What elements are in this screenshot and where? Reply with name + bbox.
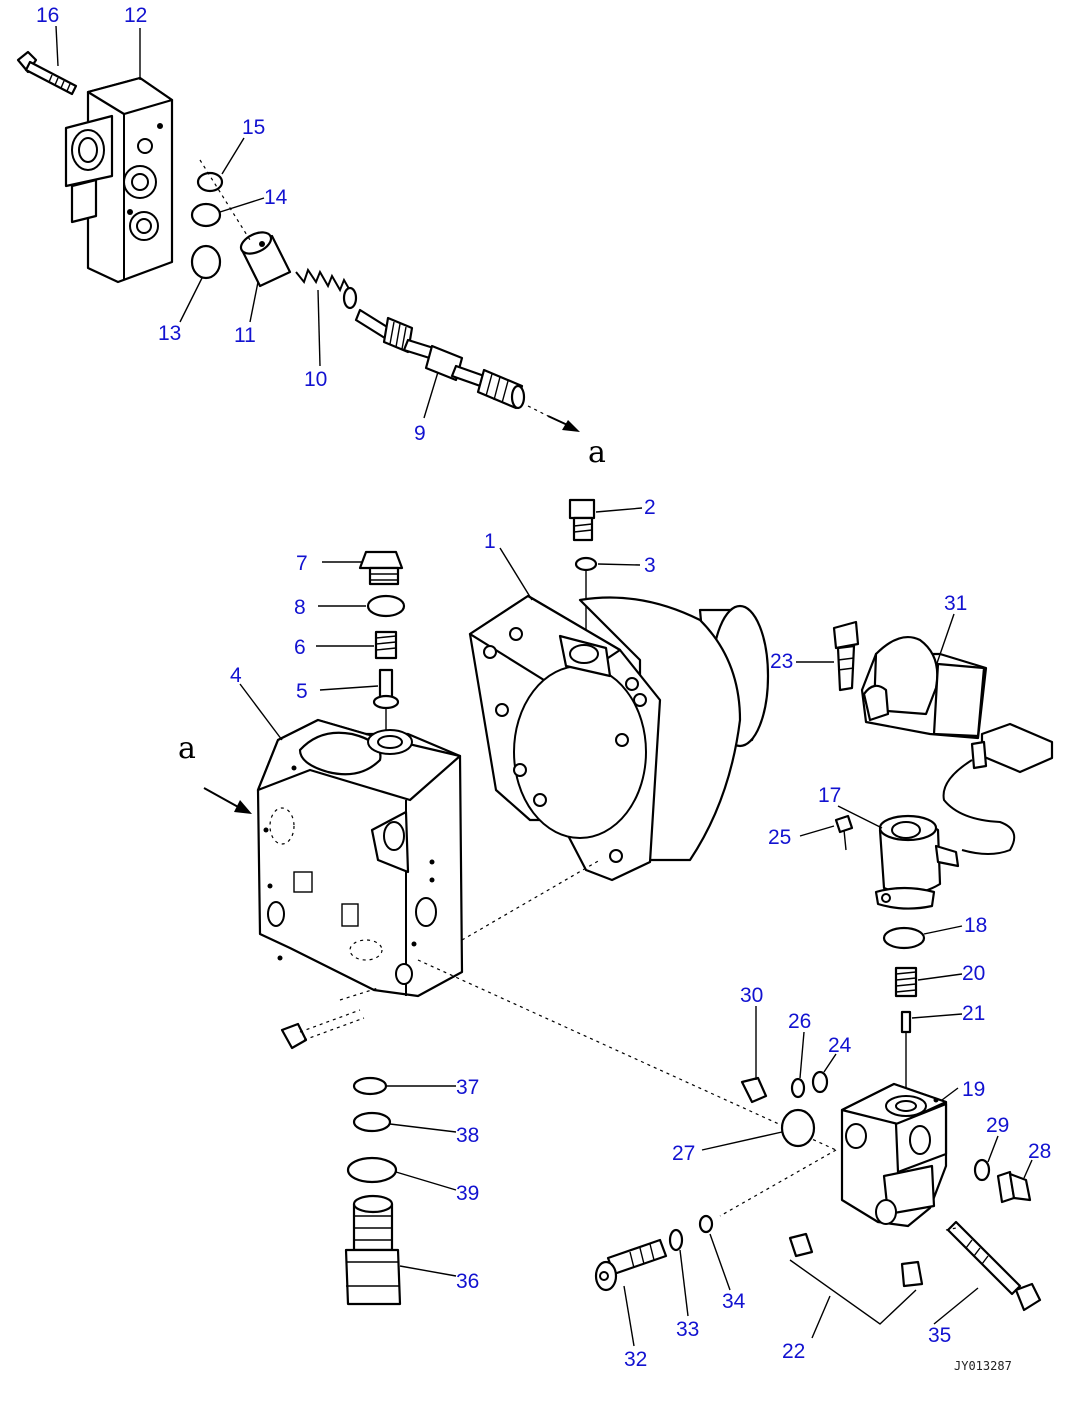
o-ring-34 (698, 1214, 714, 1234)
part-number-labels: 16 12 15 14 13 11 10 9 2 1 3 7 8 6 5 4 3… (36, 4, 1051, 1371)
o-ring-13 (190, 244, 222, 280)
label-part-5: 5 (296, 680, 308, 703)
label-part-30: 30 (740, 984, 763, 1007)
o-ring-33 (668, 1228, 684, 1252)
label-part-16: 16 (36, 4, 59, 27)
label-part-23: 23 (770, 650, 793, 673)
label-part-27: 27 (672, 1142, 695, 1165)
label-part-36: 36 (456, 1270, 479, 1293)
label-part-34: 34 (722, 1290, 746, 1313)
sleeve-11 (239, 231, 292, 288)
label-part-4: 4 (230, 664, 242, 687)
figure-id: JY013287 (954, 1359, 1012, 1373)
o-ring-27 (780, 1108, 816, 1148)
o-ring-29 (973, 1158, 991, 1182)
label-part-13: 13 (158, 322, 181, 345)
o-ring-38 (352, 1111, 392, 1133)
housing-1 (468, 594, 770, 882)
plug-28 (996, 1170, 1032, 1204)
label-part-33: 33 (676, 1318, 699, 1341)
case-4 (256, 718, 464, 998)
plug-7 (358, 550, 404, 586)
connector-cable (942, 722, 1054, 855)
bolt-case (280, 1009, 365, 1050)
spool-9 (354, 308, 526, 410)
label-part-21: 21 (962, 1002, 985, 1025)
bolt-25 (834, 814, 854, 851)
label-part-35: 35 (928, 1324, 951, 1347)
label-part-24: 24 (828, 1034, 852, 1057)
label-part-3: 3 (644, 554, 656, 577)
label-part-9: 9 (414, 422, 426, 445)
piston-5 (372, 668, 400, 710)
label-part-18: 18 (964, 914, 987, 937)
o-ring-14 (190, 202, 222, 228)
bolt-35 (946, 1220, 1042, 1312)
label-part-38: 38 (456, 1124, 479, 1147)
check-valve-32 (594, 1238, 668, 1292)
view-marker-top: a (588, 435, 606, 470)
spring-10 (295, 267, 358, 310)
o-ring-15 (196, 171, 224, 193)
o-ring-18 (882, 926, 926, 950)
label-part-12: 12 (124, 4, 147, 27)
label-part-8: 8 (294, 596, 306, 619)
label-part-19: 19 (962, 1078, 985, 1101)
label-part-11: 11 (234, 324, 256, 347)
label-part-37: 37 (456, 1076, 479, 1099)
view-arrow-a-left (203, 787, 241, 809)
label-part-25: 25 (768, 826, 791, 849)
label-part-7: 7 (296, 552, 308, 575)
plug-22 (788, 1232, 924, 1325)
label-part-26: 26 (788, 1010, 811, 1033)
label-part-1: 1 (484, 530, 496, 553)
o-ring-3 (574, 556, 598, 572)
label-part-31: 31 (944, 592, 967, 615)
solenoid-17 (874, 814, 960, 910)
leader-lines (55, 25, 1033, 1347)
plug-2 (568, 498, 596, 542)
spring-20 (894, 966, 918, 998)
label-part-17: 17 (818, 784, 841, 807)
o-ring-26 (790, 1077, 806, 1099)
valve-body-19 (840, 1082, 948, 1228)
bolt-16 (16, 50, 78, 96)
plug-30 (740, 1076, 768, 1104)
cartridge-36 (344, 1194, 402, 1306)
label-part-20: 20 (962, 962, 985, 985)
label-part-29: 29 (986, 1114, 1009, 1137)
label-part-10: 10 (304, 368, 327, 391)
cover-31 (860, 636, 988, 740)
label-part-6: 6 (294, 636, 306, 659)
view-marker-left: a (178, 731, 196, 766)
valve-body-12 (64, 76, 174, 284)
label-part-22: 22 (782, 1340, 805, 1363)
label-part-28: 28 (1028, 1140, 1051, 1163)
label-part-32: 32 (624, 1348, 647, 1371)
o-ring-37 (352, 1076, 388, 1096)
o-ring-24 (811, 1070, 829, 1094)
label-part-2: 2 (644, 496, 656, 519)
label-part-39: 39 (456, 1182, 479, 1205)
o-ring-39 (346, 1156, 398, 1184)
pin-21 (900, 1010, 912, 1034)
label-part-15: 15 (242, 116, 265, 139)
o-ring-8 (366, 594, 406, 618)
label-part-14: 14 (264, 186, 288, 209)
spring-6 (374, 630, 398, 660)
bolt-23 (832, 620, 860, 692)
